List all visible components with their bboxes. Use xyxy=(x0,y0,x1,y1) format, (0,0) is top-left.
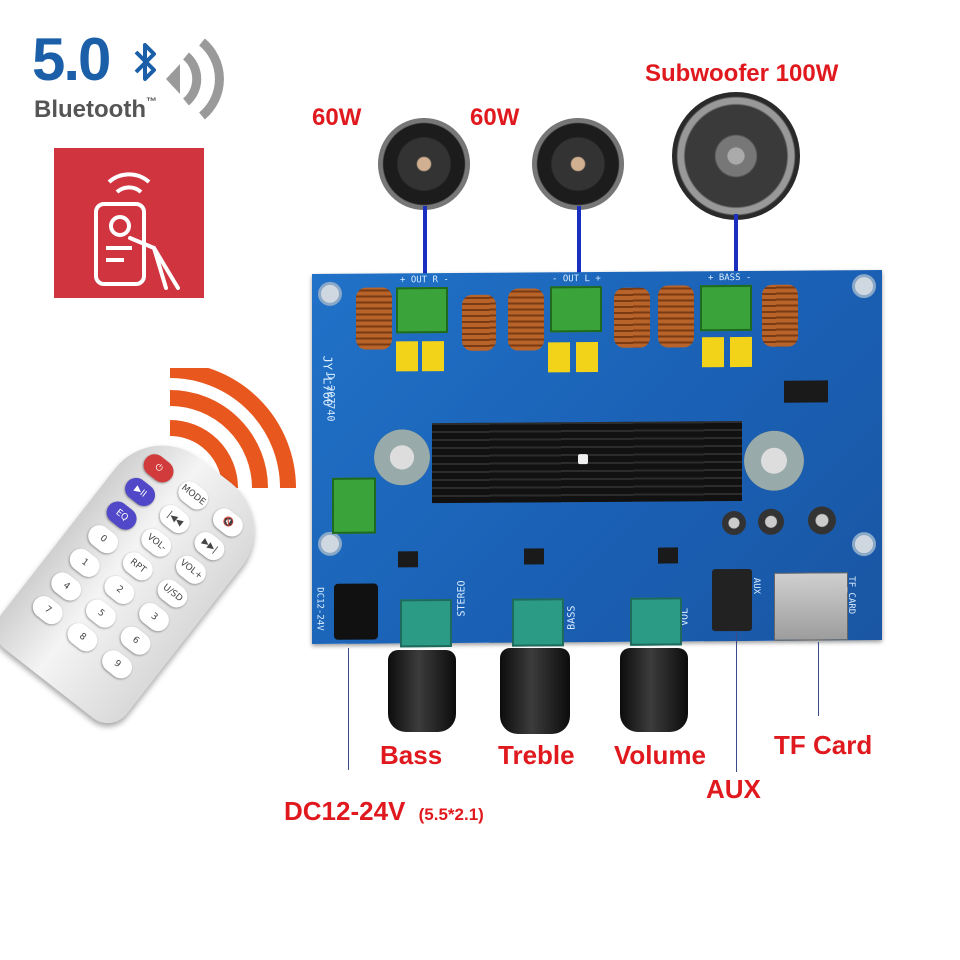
small-cap xyxy=(758,508,784,535)
electrolytic-cap xyxy=(744,430,804,491)
speaker-right xyxy=(532,118,624,210)
speaker-terminal-left xyxy=(396,287,448,334)
power-terminal xyxy=(332,477,376,534)
callout-tf xyxy=(818,642,819,716)
wire-subwoofer xyxy=(734,214,738,280)
silk-tf: TF_CARD xyxy=(845,576,856,615)
silk-out-l: - OUT L + xyxy=(552,273,601,285)
bluetooth-icon xyxy=(134,43,156,81)
bluetooth-wordmark: Bluetooth™ xyxy=(34,96,157,123)
capacitor xyxy=(702,337,724,368)
bass-pot xyxy=(400,599,452,648)
silk-aux: AUX xyxy=(751,577,762,595)
volume-pot xyxy=(630,597,682,646)
treble-knob[interactable] xyxy=(500,648,570,734)
inductor xyxy=(762,284,798,347)
speaker-left-label: 60W xyxy=(312,104,362,131)
inductor xyxy=(356,287,392,350)
dc-plug-size: (5.5*2.1) xyxy=(418,805,484,824)
bluetooth-version: 5.0 xyxy=(32,26,111,93)
tf-card-slot xyxy=(774,572,848,641)
mount-hole xyxy=(852,274,876,299)
bass-knob[interactable] xyxy=(388,650,456,732)
speaker-right-label: 60W xyxy=(470,104,520,131)
speaker-left xyxy=(378,118,470,210)
inductor xyxy=(614,287,650,348)
treble-label: Treble xyxy=(498,740,575,770)
capacitor xyxy=(548,342,570,373)
remote-control-panel xyxy=(54,148,204,298)
callout-dc xyxy=(348,648,349,770)
inductor xyxy=(508,288,544,351)
remote-control-icon xyxy=(94,172,180,290)
capacitor xyxy=(730,336,752,368)
speaker-terminal-right xyxy=(550,285,602,333)
mount-hole xyxy=(318,531,342,556)
small-cap xyxy=(722,510,746,536)
board-revision: D-20Z740 xyxy=(324,373,336,422)
op-amp xyxy=(524,548,544,565)
callout-aux xyxy=(736,632,737,772)
mount-hole xyxy=(318,281,342,306)
capacitor xyxy=(422,341,444,372)
bluetooth-logo: 5.0 Bluetooth™ xyxy=(32,30,172,130)
amplifier-board: + OUT R - - OUT L + + BASS - JY-L760 D-2… xyxy=(312,270,882,648)
aux-label: AUX xyxy=(706,774,761,804)
dc-power-label: DC12-24V (5.5*2.1) xyxy=(284,796,484,826)
volume-label: Volume xyxy=(614,740,706,770)
silk-bass-out: + BASS - xyxy=(708,272,752,284)
inductor xyxy=(462,294,496,351)
capacitor xyxy=(396,341,418,372)
inductor xyxy=(658,285,694,348)
silk-dc: DC12-24V xyxy=(314,587,325,631)
wire-right xyxy=(577,206,581,280)
subwoofer-terminal xyxy=(700,284,752,332)
subwoofer-label: Subwoofer 100W xyxy=(645,60,839,87)
capacitor xyxy=(576,341,598,373)
mount-hole xyxy=(852,532,876,557)
ir-signal-icon xyxy=(169,368,296,489)
op-amp xyxy=(398,551,418,568)
op-amp xyxy=(658,547,678,564)
treble-pot xyxy=(512,598,564,647)
silk-bass: BASS xyxy=(566,605,578,630)
heatsink-screw xyxy=(578,454,588,465)
wire-left xyxy=(423,206,427,280)
wireless-signal-icon xyxy=(166,38,224,120)
small-cap xyxy=(808,506,836,535)
volume-knob[interactable] xyxy=(620,648,688,732)
bass-label: Bass xyxy=(380,740,443,770)
dc-jack xyxy=(334,583,378,640)
tf-card-label: TF Card xyxy=(774,730,873,760)
bluetooth-chip xyxy=(784,380,828,403)
electrolytic-cap xyxy=(374,429,430,486)
silk-out-r: + OUT R - xyxy=(400,275,449,286)
silk-stereo: STEREO xyxy=(456,580,468,617)
aux-jack xyxy=(712,568,752,632)
subwoofer xyxy=(672,92,800,220)
